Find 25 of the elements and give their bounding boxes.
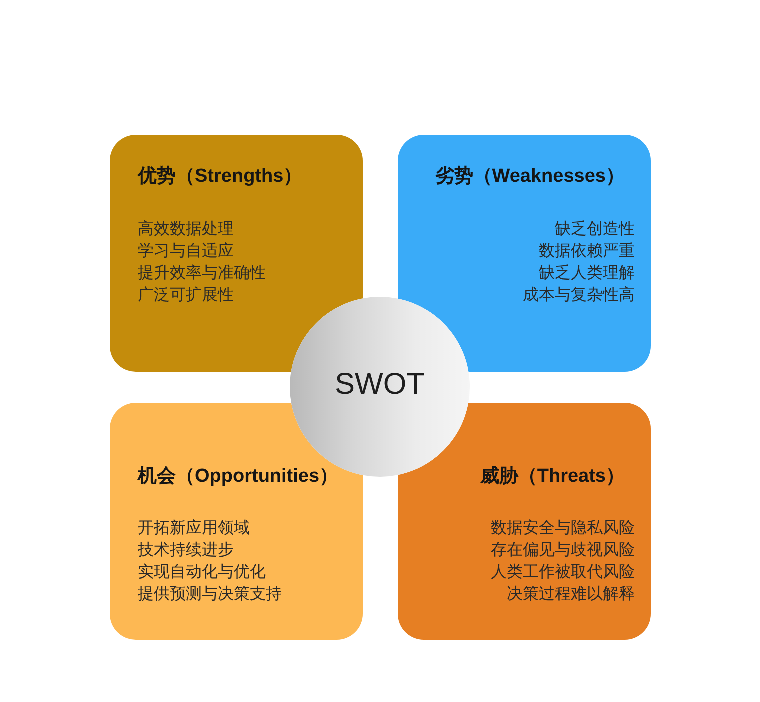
list-item: 学习与自适应	[138, 242, 235, 262]
list-item: 成本与复杂性高	[523, 286, 635, 306]
quadrant-box	[398, 135, 651, 372]
list-item: 实现自动化与优化	[138, 562, 267, 583]
list-item: 提升效率与准确性	[138, 264, 266, 284]
quadrant-heading: 优势（Strengths）	[138, 165, 303, 189]
list-item: 广泛可扩展性	[138, 286, 235, 306]
list-item: 缺乏人类理解	[538, 264, 635, 284]
quadrant-heading: 劣势（Weaknesses）	[435, 165, 625, 189]
quadrant-heading: 机会（Opportunities）	[138, 465, 339, 489]
list-item: 决策过程难以解释	[506, 584, 635, 605]
list-item: 数据依赖严重	[538, 242, 635, 262]
list-item: 数据安全与隐私风险	[491, 518, 635, 539]
list-item: 人类工作被取代风险	[491, 562, 635, 583]
list-item: 技术持续进步	[138, 540, 235, 561]
list-item: 开拓新应用领域	[138, 518, 251, 539]
list-item: 提供预测与决策支持	[138, 584, 282, 605]
list-item: 存在偏见与歧视风险	[491, 540, 635, 561]
quadrant-box	[110, 403, 363, 640]
circle-label: SWOT	[334, 367, 426, 403]
list-item: 高效数据处理	[138, 220, 235, 240]
quadrant-heading: 威胁（Threats）	[480, 465, 625, 489]
quadrant-box	[110, 135, 363, 372]
quadrant-box	[398, 403, 651, 640]
list-item: 缺乏创造性	[554, 220, 635, 240]
